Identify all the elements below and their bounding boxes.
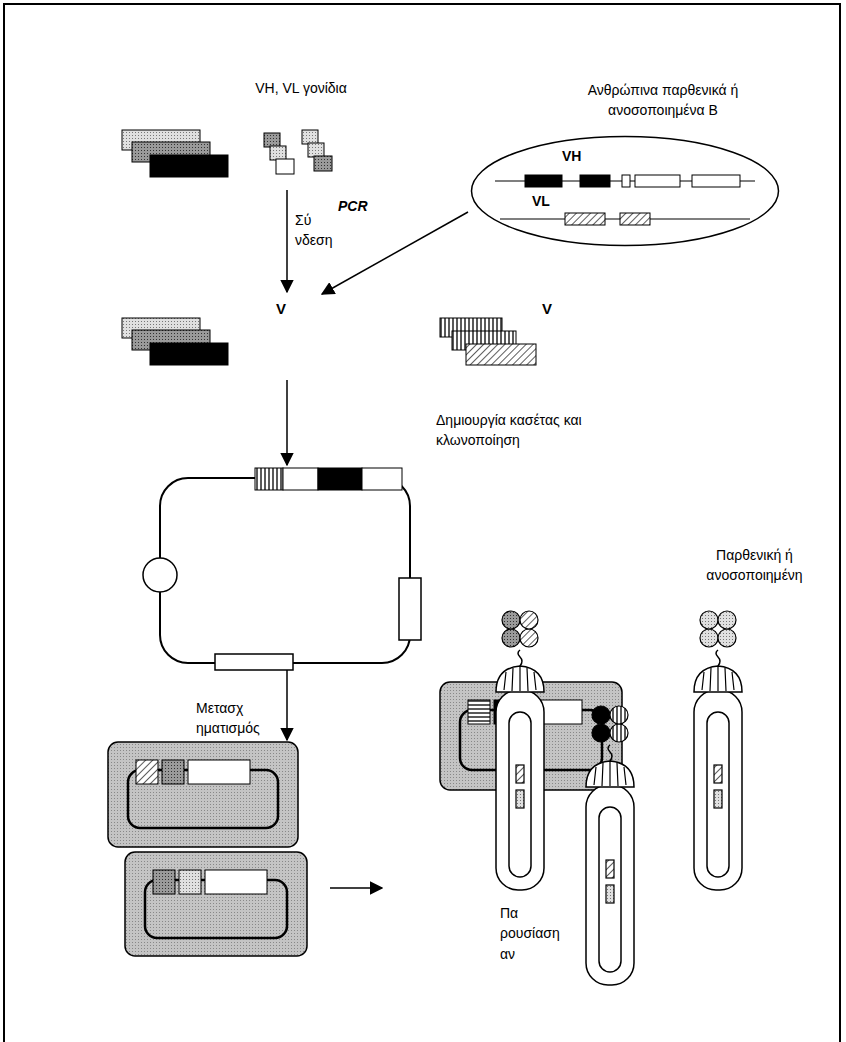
illustration-part [610,706,628,724]
illustration-part [143,558,177,592]
illustration-part [399,578,421,640]
illustration-part [592,724,610,742]
illustration-part [565,213,605,225]
region-label: V [276,298,296,320]
method-label: PCR [338,196,388,216]
gene-name: VH [562,148,581,164]
illustration-part [286,668,288,740]
illustration-part [215,654,293,670]
illustration-part [150,343,228,365]
library-label: Παρθενική ή ανοσοποιημένη [672,545,837,586]
illustration-part [700,611,718,629]
illustration-part [610,724,628,742]
step-label: Δημιουργία κασέτας και κλωνοποίηση [436,410,661,451]
step-label: Πα ρουσίαση αν [500,903,572,964]
illustration-part [318,468,362,490]
region-label: V [542,298,562,320]
ellipse-outline [470,135,780,247]
illustration-part [330,887,382,889]
illustration-part [302,130,318,144]
gene-stacks-joined [122,318,536,365]
illustration-part [283,468,318,490]
illustration-part [205,870,267,894]
illustration-part [179,870,201,894]
illustration-part [270,146,286,160]
illustration-part [586,745,634,985]
illustration-part [188,760,250,784]
illustration-part [520,611,538,629]
illustration-part [520,629,538,647]
illustration-part [472,137,779,246]
illustration-part [495,175,755,225]
illustration-part [322,212,468,294]
gene-name: VL [532,193,550,209]
frame [4,4,840,1042]
illustration-part [286,380,288,465]
illustration-part [496,650,544,890]
illustration-part [286,190,288,292]
illustration-part [580,175,610,187]
illustration-part [308,143,324,157]
phages [496,611,742,985]
illustration-part [276,159,294,174]
illustration-part [108,742,298,847]
illustration-part [718,611,736,629]
illustration-part [125,852,307,956]
illustration-part [150,155,228,177]
illustration-part [466,344,536,365]
plasmid [143,468,421,670]
illustration-part [136,760,158,784]
illustration-part [700,629,718,647]
source-label: Ανθρώπινα παρθενικά ή ανοσοποιημένα Β [548,80,778,121]
gene-label: VH, VL γονίδια [236,78,366,98]
cell-ellipse: VH VL [470,135,780,247]
illustration-part [694,650,742,890]
illustration-part [468,700,490,724]
transformed-cells [108,682,622,956]
illustration-part [718,629,736,647]
illustration-part [502,611,520,629]
illustration-part [502,629,520,647]
illustration-part [592,706,610,724]
illustration-part [525,175,562,187]
step-label: Μετασχ ηματισμός [196,698,282,739]
illustration-part [162,760,184,784]
illustration-part [153,870,175,894]
illustration-part [692,175,740,187]
illustration-part [635,175,680,187]
gene-stacks-top [122,130,332,177]
illustration-part [620,213,650,225]
illustration-part [255,468,283,490]
illustration-part [362,468,402,490]
illustration-part [622,175,630,187]
illustration-part [160,478,410,663]
step-label: Σύ νδεση [295,210,343,251]
illustration-part [264,133,280,147]
illustration-part [314,156,332,171]
